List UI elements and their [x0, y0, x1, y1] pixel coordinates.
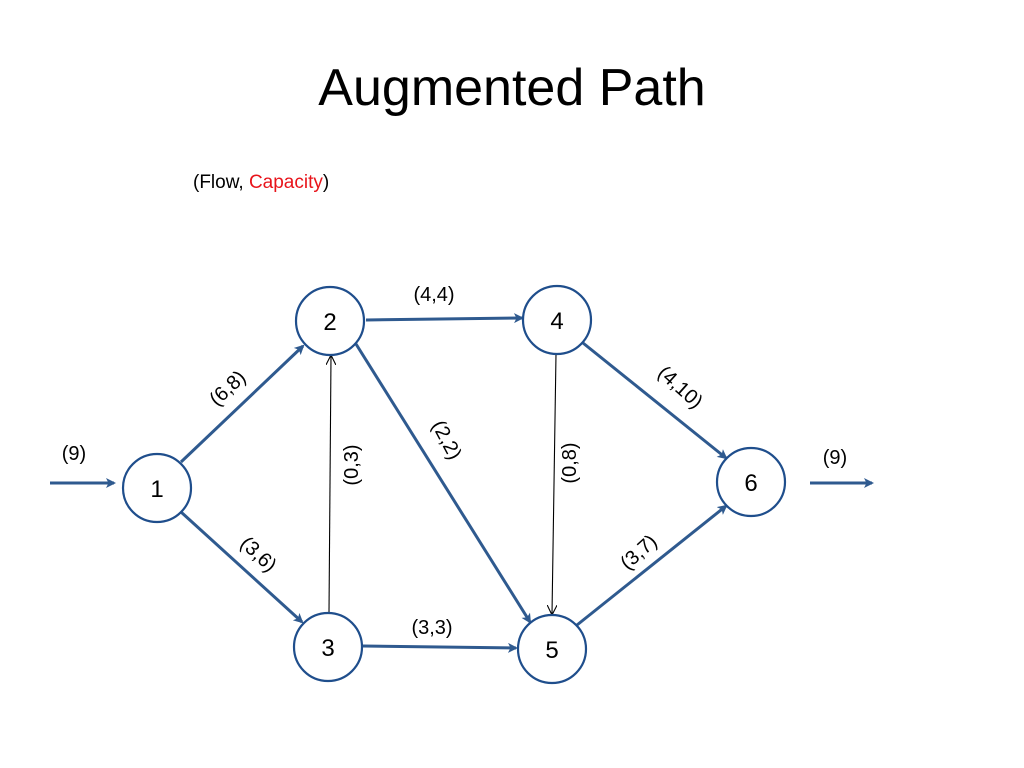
node-4-label: 4 [550, 308, 563, 335]
edge-2-4 [365, 313, 524, 324]
node-3-label: 3 [321, 635, 334, 662]
edge-label-4-5: (0,8) [559, 442, 581, 483]
node-3: 3 [292, 611, 364, 683]
edge-label-3-5: (3,3) [411, 617, 452, 639]
edge-1-3 [179, 510, 304, 624]
edge-5-6 [576, 504, 728, 627]
node-6: 6 [715, 446, 787, 518]
legend-capacity-text: Capacity [248, 172, 323, 193]
sink-flow-label: (9) [823, 447, 847, 469]
edge-2-5 [354, 343, 532, 624]
edge-3-2 [329, 356, 331, 613]
edge-4-6 [582, 341, 728, 460]
node-5: 5 [516, 613, 588, 685]
edge-label-1-3: (3,6) [236, 533, 281, 577]
node-1-label: 1 [150, 476, 163, 503]
node-6-label: 6 [744, 470, 757, 497]
edge-label-2-4: (4,4) [413, 284, 454, 306]
edge-label-5-6: (3,7) [616, 531, 661, 575]
edge-label-3-2: (0,3) [341, 444, 363, 485]
node-1: 1 [121, 452, 193, 524]
node-5-label: 5 [545, 637, 558, 664]
flow-capacity-legend: (Flow, Capacity) [193, 172, 329, 194]
source-flow-label: (9) [62, 443, 86, 465]
edge-3-5 [362, 642, 518, 653]
node-2: 2 [294, 285, 366, 357]
slide-title: Augmented Path [318, 59, 706, 117]
edge-1-2 [179, 344, 305, 464]
edge-4-5 [552, 353, 556, 614]
legend-close-paren: ) [322, 172, 330, 193]
edge-label-2-5: (2,2) [427, 417, 466, 464]
legend-flow-text: (Flow, [193, 172, 249, 193]
node-4: 4 [521, 284, 593, 356]
node-2-label: 2 [323, 309, 336, 336]
